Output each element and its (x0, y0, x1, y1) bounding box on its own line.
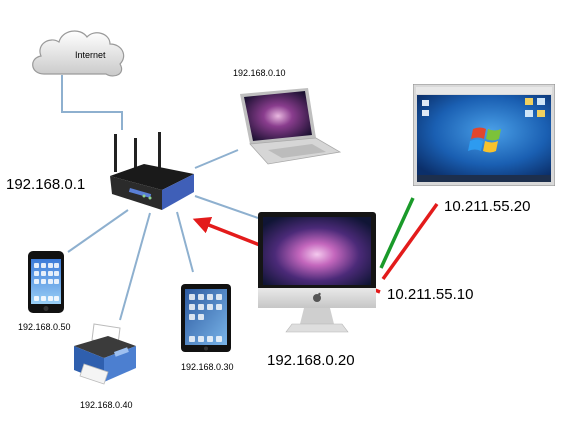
printer-ip-label: 192.168.0.40 (80, 400, 133, 410)
laptop-link (194, 149, 239, 169)
vm-ip-label: 10.211.55.20 (444, 198, 531, 215)
printer-icon (68, 322, 140, 386)
laptop-icon (232, 86, 342, 168)
phone-ip-label: 192.168.0.50 (18, 322, 71, 332)
router-ip-label: 192.168.0.1 (6, 176, 86, 193)
windows-logo-icon (468, 127, 501, 153)
green-arrow (379, 197, 415, 269)
tablet-ip-label: 192.168.0.30 (181, 362, 234, 372)
imac-ip-label: 192.168.0.20 (267, 352, 355, 369)
imac-icon (258, 212, 378, 334)
laptop-ip-label: 192.168.0.10 (233, 68, 286, 78)
phone-icon (27, 250, 65, 314)
cloud-icon (26, 24, 130, 82)
apple-logo-icon (313, 292, 321, 302)
phone-link (67, 209, 129, 253)
vm-red-line (381, 202, 439, 281)
internet-link (61, 75, 123, 130)
router-icon (104, 132, 200, 216)
tablet-link (176, 211, 194, 273)
monitor-icon (412, 83, 556, 187)
cloud-label: Internet (75, 50, 106, 60)
printer-link (119, 212, 151, 321)
imac-link (194, 195, 259, 219)
imac-ext-ip-label: 10.211.55.10 (387, 286, 474, 303)
tablet-icon (180, 283, 232, 353)
